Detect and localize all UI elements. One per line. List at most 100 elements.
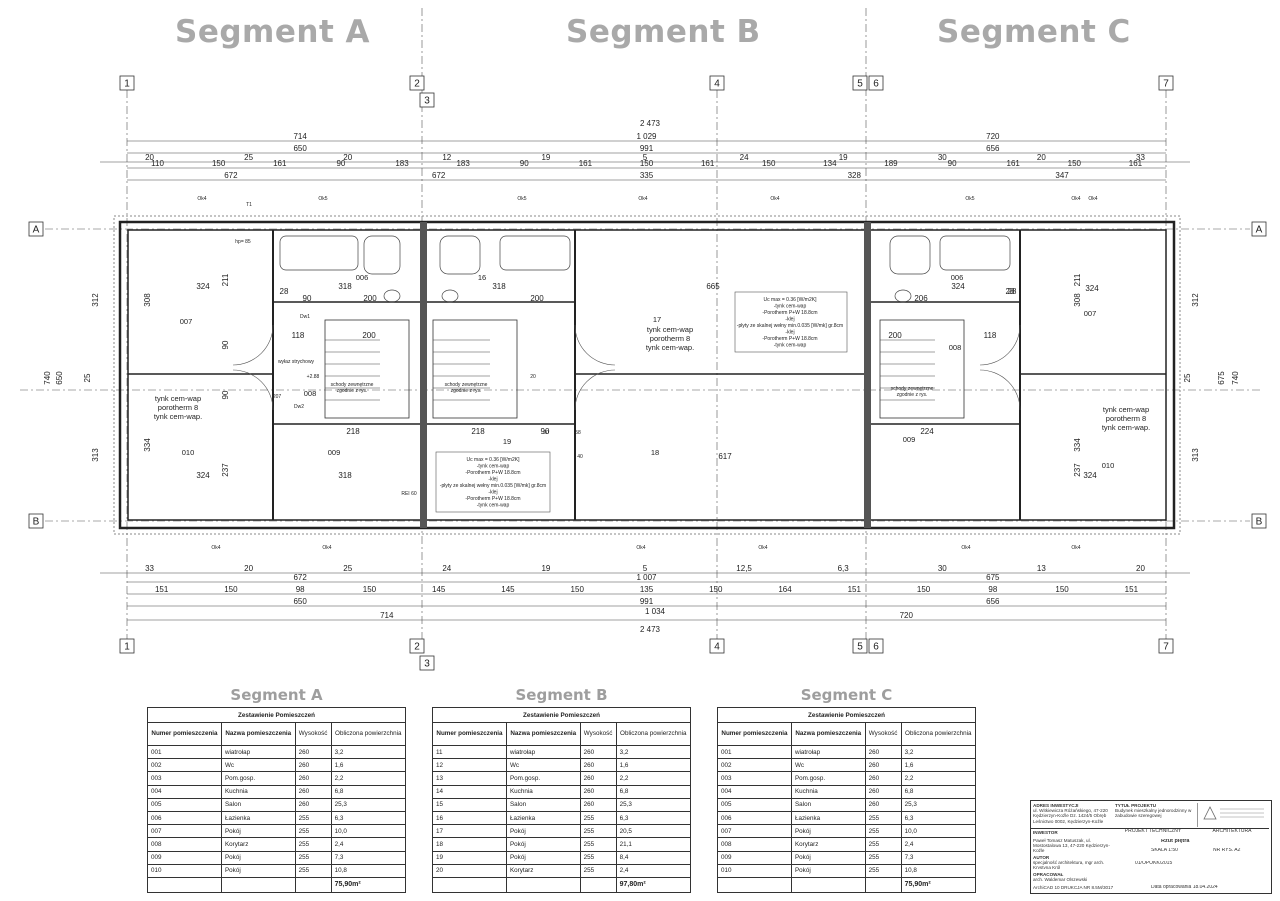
checker-value: arch. Waldemar Olszewski xyxy=(1033,877,1088,883)
investor-label: INWESTOR xyxy=(1033,830,1058,835)
table-cell: 13 xyxy=(432,771,507,786)
dim-left: 313 xyxy=(91,448,100,462)
dim-top-row3: 161 xyxy=(579,159,593,168)
table-header: Nazwa pomieszczenia xyxy=(220,722,296,746)
axis-col-6: 6 xyxy=(873,79,879,90)
table-cell: Pom.gosp. xyxy=(220,771,296,786)
table-cell: Pokój xyxy=(790,824,866,839)
room-dimension: 200 xyxy=(530,294,544,303)
table-cell: 14 xyxy=(432,784,507,799)
table-cell xyxy=(432,876,507,893)
plan-tag: 207 xyxy=(273,394,282,400)
table-header: Wysokość xyxy=(864,722,902,746)
segment-b-title: Segment B xyxy=(566,14,761,50)
table-cell: 260 xyxy=(294,744,332,760)
dim-right: 675 xyxy=(1217,371,1226,385)
dim-bottom-edge: 12,5 xyxy=(736,564,752,573)
table-cell: Salon xyxy=(220,797,296,812)
ceiling-spec-line-b: -płyty ze skalnej wełny min.0.035 [W/mk]… xyxy=(440,483,546,489)
dim-left: 211 xyxy=(221,273,230,286)
dim-top-edge: 5 xyxy=(643,153,648,162)
table-cell: 255 xyxy=(294,824,332,839)
ceiling-spec-line-b: -tynk cem-wap xyxy=(477,464,510,470)
dim-top-row3: 150 xyxy=(212,159,226,168)
table-cell: 2,2 xyxy=(615,771,692,786)
dim-top-row3: 90 xyxy=(520,159,529,168)
table-cell: Pokój xyxy=(505,850,581,865)
stair-note-c: schody zewnętrzne xyxy=(891,386,934,392)
room-dimension: 318 xyxy=(338,471,352,480)
table-cell: 6,8 xyxy=(900,784,977,799)
wall-spec-note-c: tynk cem-wap xyxy=(1103,405,1149,414)
table-cell: 255 xyxy=(579,824,617,839)
table-cell: 6,8 xyxy=(330,784,407,799)
table-cell: 2,4 xyxy=(900,837,977,852)
dim-top-row3: 150 xyxy=(1068,159,1082,168)
table-cell: 006 xyxy=(147,810,222,826)
table-cell: Pom.gosp. xyxy=(505,771,581,786)
table-cell: 10,8 xyxy=(330,863,407,878)
table-cell: 004 xyxy=(717,784,792,799)
branch: ARCHITEKTURA xyxy=(1212,829,1252,834)
dim-bottom-row2: 98 xyxy=(988,585,997,594)
dim-top-row3: 150 xyxy=(640,159,654,168)
table-cell: 007 xyxy=(147,824,222,839)
dim-top-edge: 20 xyxy=(145,153,154,162)
table-cell: Pokój xyxy=(220,850,296,865)
dim-top-row3: 161 xyxy=(701,159,715,168)
window-tag: Ok4 xyxy=(1071,545,1080,551)
table-cell: Pokój xyxy=(790,863,866,878)
room-dimension: 665 xyxy=(706,282,720,291)
table-cell: 260 xyxy=(579,784,617,799)
table-cell: 008 xyxy=(147,837,222,852)
table-cell: 255 xyxy=(579,850,617,865)
axis-row-B-box xyxy=(28,513,44,529)
dim-bottom-row2: 150 xyxy=(571,585,585,594)
dim-top-row1: 1 029 xyxy=(636,132,657,141)
dim-bottom-row3: 991 xyxy=(640,597,654,606)
table-cell xyxy=(717,876,792,893)
table-header: Nazwa pomieszczenia xyxy=(505,722,581,746)
author-label: AUTOR xyxy=(1033,855,1050,860)
table-cell: 6,3 xyxy=(900,810,977,826)
dim-top-overall: 2 473 xyxy=(640,119,661,128)
ceiling-spec-line: -tynk cem-wap xyxy=(774,304,807,310)
table-cell: 007 xyxy=(717,824,792,839)
dim-right: 334 xyxy=(1073,438,1082,452)
segment-c-title: Segment C xyxy=(937,14,1131,50)
table-cell: 12 xyxy=(432,758,507,773)
wall-spec-note: tynk cem-wap xyxy=(155,394,201,403)
room-number: 007 xyxy=(180,317,193,326)
walls xyxy=(113,215,1181,535)
table-total: 75,90m² xyxy=(330,876,407,893)
wall-spec-note-b: porotherm 8 xyxy=(650,334,690,343)
table-cell: Korytarz xyxy=(505,863,581,878)
table-cell: 002 xyxy=(147,758,222,773)
dim-top-row1: 714 xyxy=(293,132,307,141)
axis-col-4: 4 xyxy=(714,79,720,90)
plan-tag: wyłaz strychowy xyxy=(278,359,315,365)
table-cell: 8,4 xyxy=(615,850,692,865)
axis-col-6-box xyxy=(868,75,884,91)
door-swings xyxy=(232,324,1021,411)
table-cell: 255 xyxy=(294,837,332,852)
date: Data opracowania 18.04.2024 xyxy=(1151,885,1218,890)
table-cell: Pokój xyxy=(220,824,296,839)
window-tag: Ok4 xyxy=(770,196,779,202)
dim-top-edge: 19 xyxy=(839,153,848,162)
dim-left: 90 xyxy=(221,390,230,399)
ceiling-spec-line: -Porotherm P+W 18.8cm xyxy=(762,310,817,316)
window-tag: Ok4 xyxy=(961,545,970,551)
